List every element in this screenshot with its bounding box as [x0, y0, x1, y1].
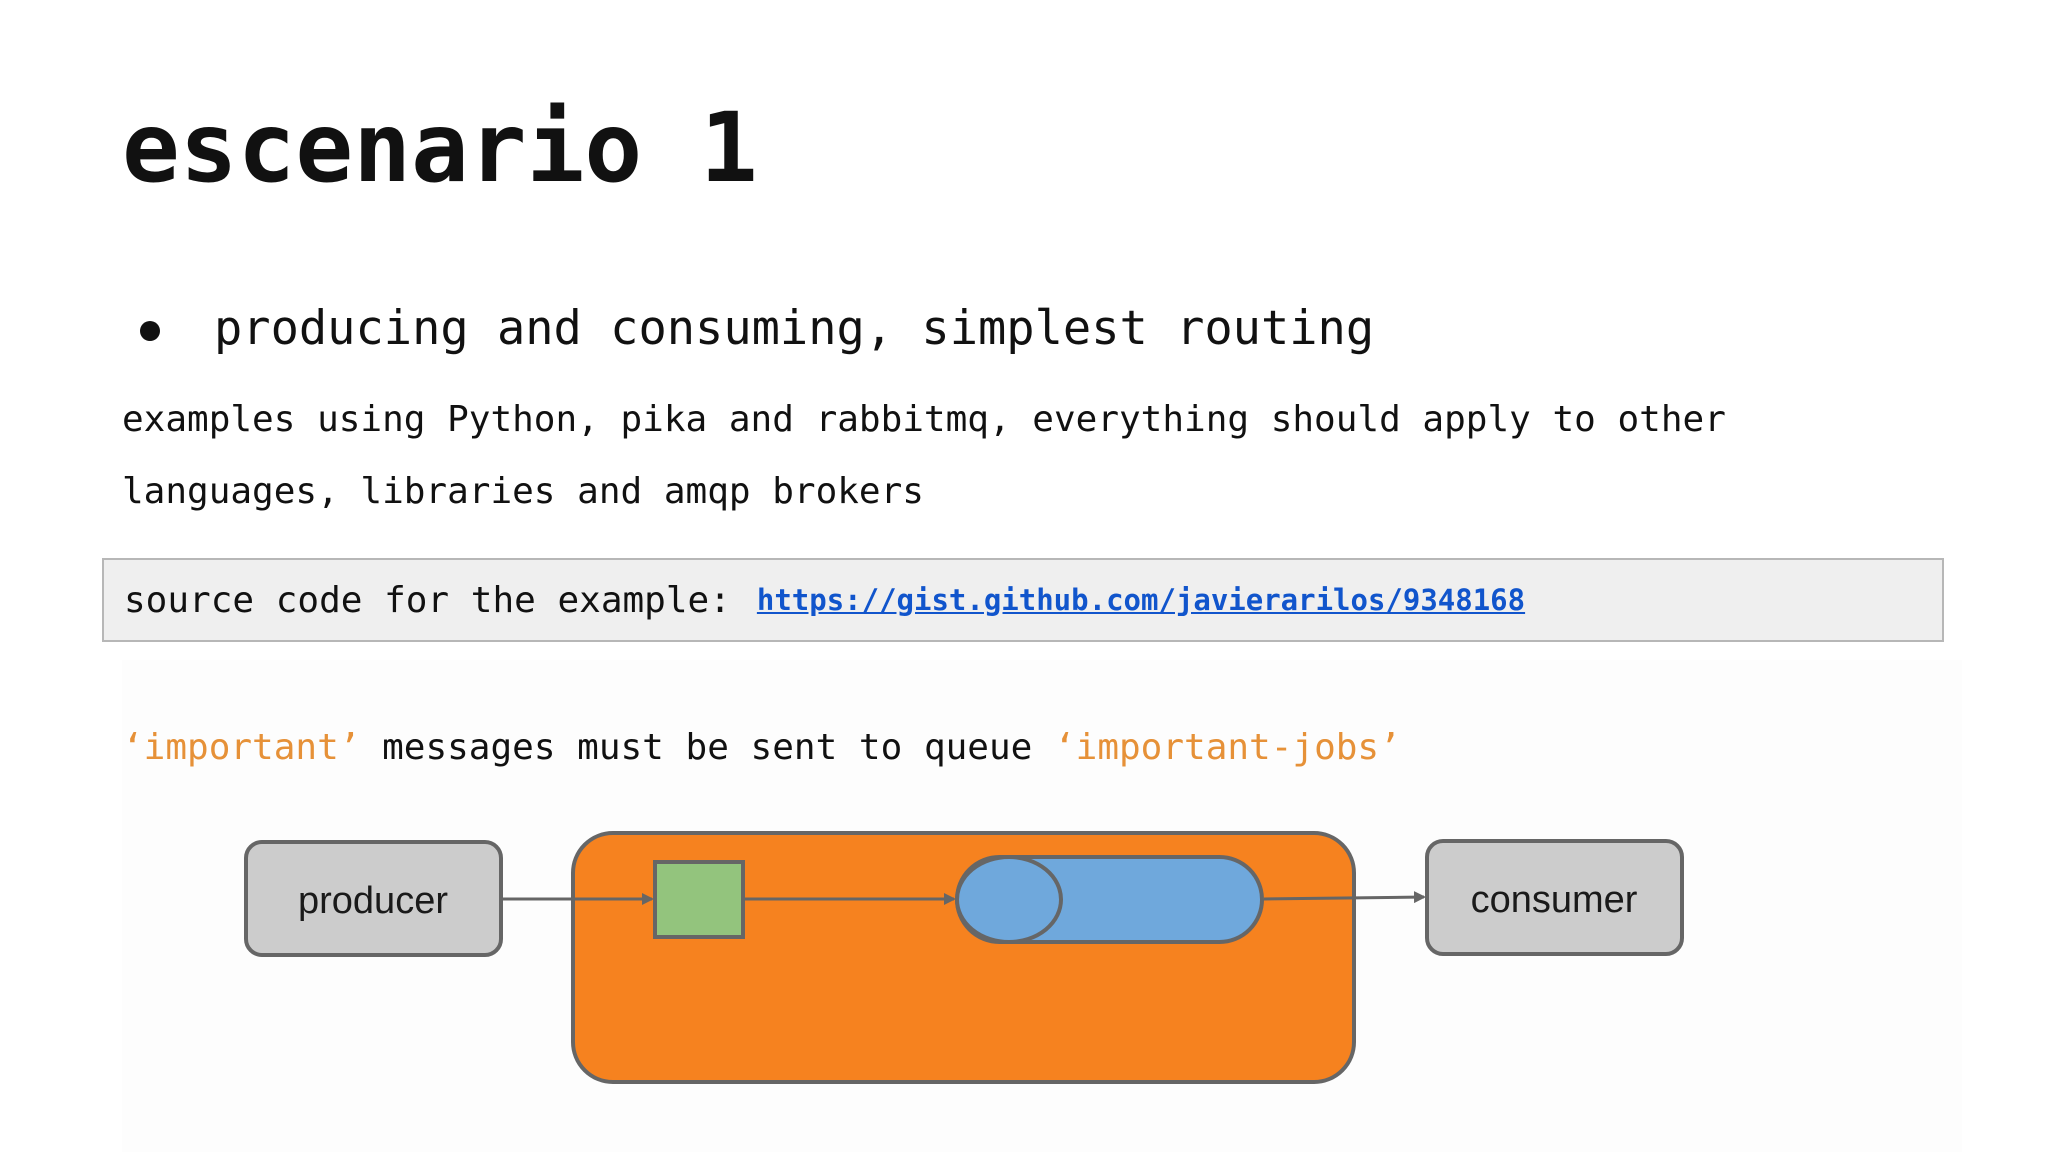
source-code-label: source code for the example:: [124, 579, 731, 621]
bullet-item: producing and consuming, simplest routin…: [140, 305, 1374, 352]
routing-caption: ‘important’ messages must be sent to que…: [122, 730, 1401, 766]
source-code-box: source code for the example: https://gis…: [102, 558, 1944, 642]
caption-middle: messages must be sent to queue: [360, 727, 1054, 768]
caption-queue-name: ‘important-jobs’: [1053, 727, 1401, 768]
description-line-2: languages, libraries and amqp brokers: [122, 471, 924, 512]
bullet-text: producing and consuming, simplest routin…: [214, 301, 1375, 356]
slide-title: escenario 1: [122, 92, 758, 204]
source-code-link[interactable]: https://gist.github.com/javierarilos/934…: [756, 583, 1526, 617]
bullet-dot-icon: [140, 320, 160, 341]
caption-routing-key: ‘important’: [122, 727, 361, 768]
description-line-1: examples using Python, pika and rabbitmq…: [122, 399, 1726, 440]
description-text: examples using Python, pika and rabbitmq…: [122, 384, 1726, 528]
